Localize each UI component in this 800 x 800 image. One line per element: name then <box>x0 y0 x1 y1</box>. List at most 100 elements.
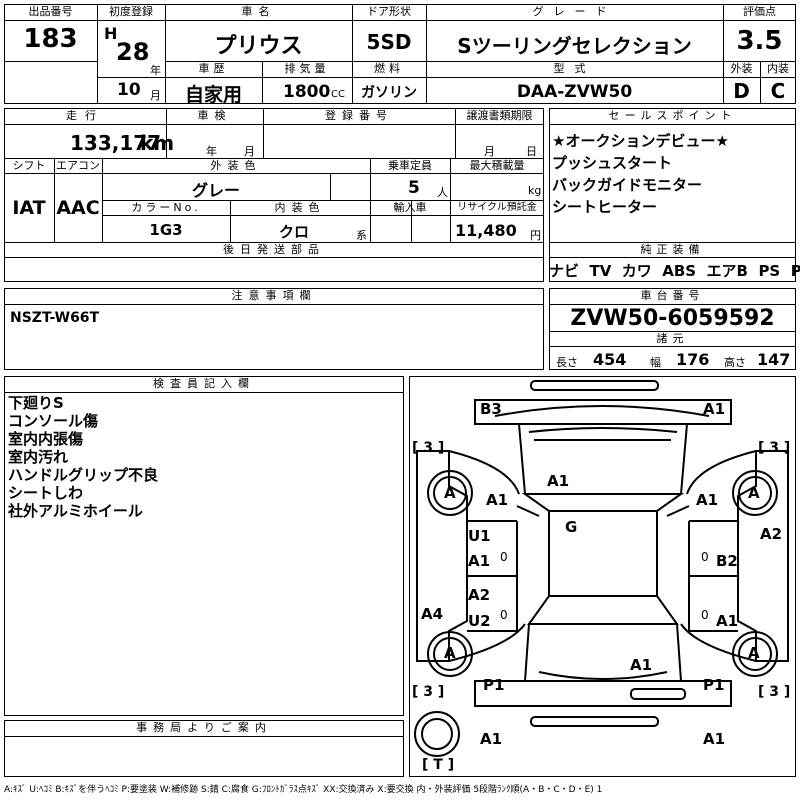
mark-tire-rear-right: A <box>748 644 760 662</box>
mark-a1-trunk: A1 <box>630 656 653 674</box>
sales-points-label: セールスポイント <box>608 109 737 122</box>
equipment-label: 純正装備 <box>640 243 705 256</box>
tread-rear-left: [ 3 ] <box>412 684 445 700</box>
inspector-item: シートしわ <box>8 484 84 502</box>
door-type: 5SD <box>366 30 412 54</box>
height: 147 <box>757 350 791 369</box>
recycle-unit: 円 <box>530 229 541 242</box>
mark-a1-rear-door-right: A1 <box>716 612 739 630</box>
fuel-label: 燃料 <box>374 62 404 75</box>
mark-p1-left: P1 <box>483 676 505 694</box>
mark-a1-bottom-left: A1 <box>480 730 503 748</box>
chassis-label: 車台番号 <box>640 289 705 302</box>
capacity-label: 乗車定員 <box>388 159 432 172</box>
length-label: 長さ <box>556 356 578 369</box>
mark-g: G <box>565 518 578 536</box>
ac: AAC <box>56 197 100 219</box>
inspector-item: 室内汚れ <box>8 448 69 466</box>
door-label: ドア形状 <box>367 5 411 18</box>
tread-rear-right: [ 3 ] <box>758 684 791 700</box>
displacement: 1800 <box>283 82 331 102</box>
mark-zero: 0 <box>701 608 709 622</box>
reg-year: 28 <box>116 38 150 66</box>
inspection-label: 車検 <box>197 109 232 122</box>
tread-front-left: [ 3 ] <box>412 440 445 456</box>
height-label: 高さ <box>724 356 746 369</box>
mark-tire-front-left: A <box>444 484 456 502</box>
inspector-label: 検査員記入欄 <box>153 377 255 390</box>
office-label: 事務局よりご案内 <box>136 721 272 734</box>
displacement-label: 排気量 <box>284 62 330 75</box>
sales-point-item: シートヒーター <box>552 198 658 216</box>
chassis-number: ZVW50-6059592 <box>570 306 775 331</box>
office-block <box>4 720 404 777</box>
width: 176 <box>676 350 710 369</box>
inspector-item: 社外アルミホイール <box>8 502 143 520</box>
era: H <box>104 24 118 43</box>
spare-tire-label: [ T ] <box>422 757 455 773</box>
shift-label: シフト <box>12 159 46 172</box>
car-diagram-frame <box>409 376 796 777</box>
month-unit: 月 <box>150 89 161 102</box>
grade: Sツーリングセレクション <box>457 34 692 58</box>
mark-zero: 0 <box>500 550 508 564</box>
exterior-grade: D <box>733 79 750 103</box>
legend: A:ｷｽﾞ U:ﾍｺﾐ B:ｷｽﾞを伴うﾍｺﾐ P:要塗装 W:補修跡 S:錆 … <box>4 785 603 795</box>
exterior-label: 外装 <box>730 62 753 75</box>
shift: IAT <box>12 197 46 219</box>
reg-month: 10 <box>117 80 141 100</box>
mark-a1-top-right: A1 <box>703 400 726 418</box>
year-unit: 年 <box>150 64 161 77</box>
mark-p1-right: P1 <box>703 676 725 694</box>
inspector-item: ハンドルグリップ不良 <box>8 466 159 484</box>
score: 3.5 <box>736 26 783 56</box>
mark-u2: U2 <box>468 612 491 630</box>
mark-a2-left: A2 <box>468 586 491 604</box>
notes-block <box>4 288 544 370</box>
int-color: クロ <box>278 223 309 241</box>
lot-number: 183 <box>23 24 78 54</box>
inspector-item: コンソール傷 <box>8 412 99 430</box>
load-unit: kg <box>528 184 542 197</box>
recycle-fee: 11,480 <box>455 221 517 240</box>
interior-label: 内装 <box>767 62 789 75</box>
car-name-label: 車名 <box>241 5 276 18</box>
equipment-item: ABS <box>662 262 697 280</box>
inspection-year-unit: 年 <box>206 145 217 158</box>
mark-a1-front-door-left: A1 <box>468 552 491 570</box>
dims-label: 諸元 <box>656 332 689 345</box>
score-label: 評価点 <box>743 5 776 18</box>
inspector-block <box>4 376 404 716</box>
mark-a2-right: A2 <box>760 525 783 543</box>
mark-u1: U1 <box>468 527 491 545</box>
mark-tire-front-right: A <box>748 484 760 502</box>
mileage: 133,177 <box>70 131 162 155</box>
mark-zero: 0 <box>701 550 709 564</box>
color: グレー <box>191 181 240 200</box>
capacity-unit: 人 <box>437 186 448 199</box>
equipment-item: PS <box>758 262 781 280</box>
notes-label: 注意事項欄 <box>231 289 317 302</box>
tread-front-right: [ 3 ] <box>758 440 791 456</box>
lot-label: 出品番号 <box>28 5 73 18</box>
mark-tire-rear-left: A <box>444 644 456 662</box>
equipment-item: カワ <box>621 262 652 280</box>
grade-label: グレード <box>532 5 617 18</box>
int-color-label: 内装色 <box>274 201 326 214</box>
fuel: ガソリン <box>361 85 417 101</box>
transfer-day-unit: 日 <box>526 145 537 158</box>
equipment-item: PW <box>790 262 800 280</box>
history-label: 車歴 <box>198 62 229 75</box>
color-label: 外装色 <box>210 159 262 172</box>
sales-point-item: バックガイドモニター <box>552 176 703 194</box>
notes-text: NSZT-W66T <box>10 310 100 326</box>
inspector-item: 下廻りS <box>8 394 64 412</box>
equipment-item: TV <box>589 262 612 280</box>
mark-a1-hood-right: A1 <box>696 491 719 509</box>
mileage-unit: km <box>140 131 175 155</box>
capacity: 5 <box>408 178 420 198</box>
transfer-month-unit: 月 <box>484 145 495 158</box>
displacement-unit: CC <box>331 89 345 100</box>
equipment-list: ナビ TV カワ ABS エアB PS PW <box>549 260 800 281</box>
chassis-block <box>549 288 796 370</box>
